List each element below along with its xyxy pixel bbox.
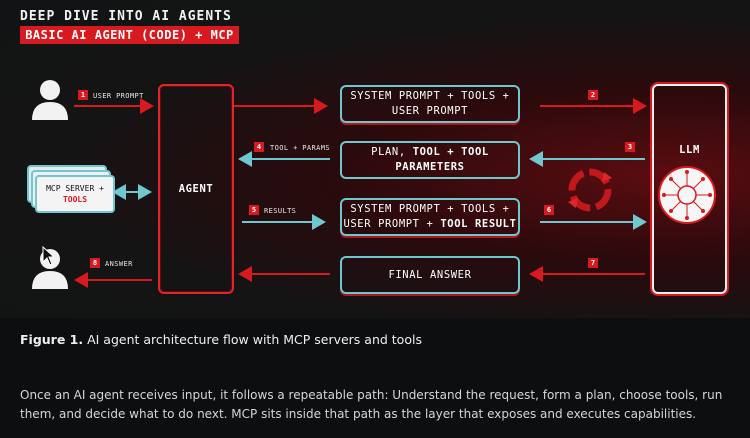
step-badge-3: 3 <box>625 142 635 152</box>
box-plan: PLAN, TOOL + TOOL PARAMETERS <box>340 141 520 179</box>
box3-line1: SYSTEM PROMPT + TOOLS + <box>350 203 510 215</box>
step-label-5: RESULTS <box>264 207 297 215</box>
box3-line2b: TOOL RESULT <box>440 218 517 230</box>
box-tool-result: SYSTEM PROMPT + TOOLS + USER PROMPT + TO… <box>340 198 520 236</box>
box2-line1b: TOOL + TOOL <box>412 146 489 158</box>
step-badge-8: 8 <box>90 258 100 268</box>
llm-label: LLM <box>679 144 700 156</box>
box3-line2a: USER PROMPT + <box>343 218 441 230</box>
box-system-prompt: SYSTEM PROMPT + TOOLS + USER PROMPT <box>340 85 520 123</box>
user-icon <box>32 80 68 120</box>
mcp-label: MCP SERVER + <box>46 184 104 193</box>
loop-cycle-icon <box>568 168 612 212</box>
box4-label: FINAL ANSWER <box>388 268 472 281</box>
step-badge-4: 4 <box>254 142 264 152</box>
step-badge-2: 2 <box>588 90 598 100</box>
step-badge-7: 7 <box>588 258 598 268</box>
body-paragraph: Once an AI agent receives input, it foll… <box>20 388 723 421</box>
mcp-card-front: MCP SERVER + TOOLS <box>35 175 115 213</box>
step-badge-5: 5 <box>249 205 259 215</box>
box1-line2: USER PROMPT <box>391 105 469 117</box>
box2-line2: PARAMETERS <box>395 161 465 173</box>
flow-arrows <box>32 80 716 289</box>
neural-brain-icon <box>658 166 716 224</box>
caption-text: AI agent architecture flow with MCP serv… <box>83 332 422 347</box>
llm-node: LLM <box>652 84 727 294</box>
step-badge-1: 1 <box>78 90 88 100</box>
agent-node: AGENT <box>158 84 234 294</box>
diagram-title: DEEP DIVE INTO AI AGENTS <box>20 9 232 24</box>
figure-caption: Figure 1. AI agent architecture flow wit… <box>20 332 422 347</box>
cursor-icon <box>42 245 56 266</box>
step-badge-6: 6 <box>544 205 554 215</box>
caption-figure-label: Figure 1. <box>20 332 84 347</box>
step-label-4: TOOL + PARAMS <box>270 144 330 152</box>
box2-line1a: PLAN, <box>371 146 413 158</box>
agent-label: AGENT <box>178 182 214 195</box>
diagram-subtitle-banner: BASIC AI AGENT (CODE) + MCP <box>20 26 239 44</box>
architecture-diagram: DEEP DIVE INTO AI AGENTS BASIC AI AGENT … <box>0 0 750 318</box>
step-label-8: ANSWER <box>105 260 133 268</box>
mcp-tools-label: TOOLS <box>62 195 88 204</box>
box1-line1: SYSTEM PROMPT + TOOLS + <box>350 90 510 102</box>
box-final-answer: FINAL ANSWER <box>340 256 520 294</box>
step-label-1: USER PROMPT <box>93 92 144 100</box>
